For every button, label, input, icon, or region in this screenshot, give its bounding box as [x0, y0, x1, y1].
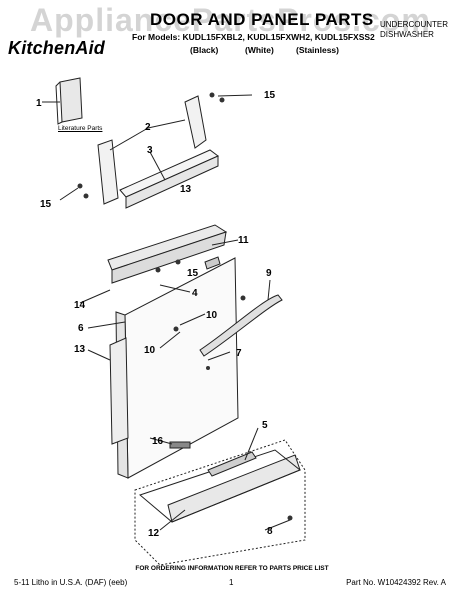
page-title: DOOR AND PANEL PARTS [150, 10, 374, 29]
variant-black: (Black) [190, 45, 219, 55]
callout-16: 16 [152, 436, 164, 447]
callout-5: 5 [262, 420, 268, 431]
product-line-2: DISHWASHER [380, 30, 434, 39]
callout-13: 13 [74, 344, 86, 355]
brand-logo: KitchenAid [8, 38, 106, 58]
callout-12: 12 [148, 528, 160, 539]
side-strip [119, 149, 219, 198]
insulation-pad [207, 451, 257, 477]
literature-part [59, 77, 83, 123]
callout-1: 1 [36, 98, 42, 109]
variant-white: (White) [245, 45, 274, 55]
callout-10: 10 [206, 310, 218, 321]
callout-2: 2 [145, 122, 151, 133]
callout-15: 15 [264, 90, 276, 101]
callout-15: 15 [187, 268, 199, 279]
callout-6: 6 [78, 323, 84, 334]
footer-note: FOR ORDERING INFORMATION REFER TO PARTS … [135, 565, 329, 572]
part-number: Part No. W10424392 Rev. A [346, 578, 446, 587]
callout-9: 9 [266, 268, 272, 279]
variant-stainless: (Stainless) [296, 45, 339, 55]
hinge-bracket-upper [184, 95, 207, 149]
callout-14: 14 [74, 300, 86, 311]
footer-litho: 5-11 Litho in U.S.A. (DAF) (eeb) [14, 578, 128, 587]
door-side-panel [109, 337, 129, 445]
door-handle [199, 294, 283, 357]
product-line-1: UNDERCOUNTER [380, 20, 448, 29]
models-line: For Models: KUDL15FXBL2, KUDL15FXWH2, KU… [132, 32, 375, 42]
callout-8: 8 [267, 526, 273, 537]
literature-label: Literature Parts [58, 125, 103, 132]
callout-11: 11 [238, 235, 249, 246]
callout-15: 15 [40, 199, 52, 210]
watermark: AppliancePartsPros.com [30, 2, 431, 38]
callout-10: 10 [144, 345, 156, 356]
callout-3: 3 [147, 145, 153, 156]
badge [169, 441, 191, 449]
trim-strip [204, 256, 221, 270]
callout-13: 13 [180, 184, 192, 195]
product-type: UNDERCOUNTER DISHWASHER [380, 20, 448, 40]
callout-7: 7 [236, 348, 242, 359]
page-number: 1 [229, 578, 234, 587]
callout-4: 4 [192, 288, 198, 299]
hinge-bracket-left [97, 139, 119, 205]
